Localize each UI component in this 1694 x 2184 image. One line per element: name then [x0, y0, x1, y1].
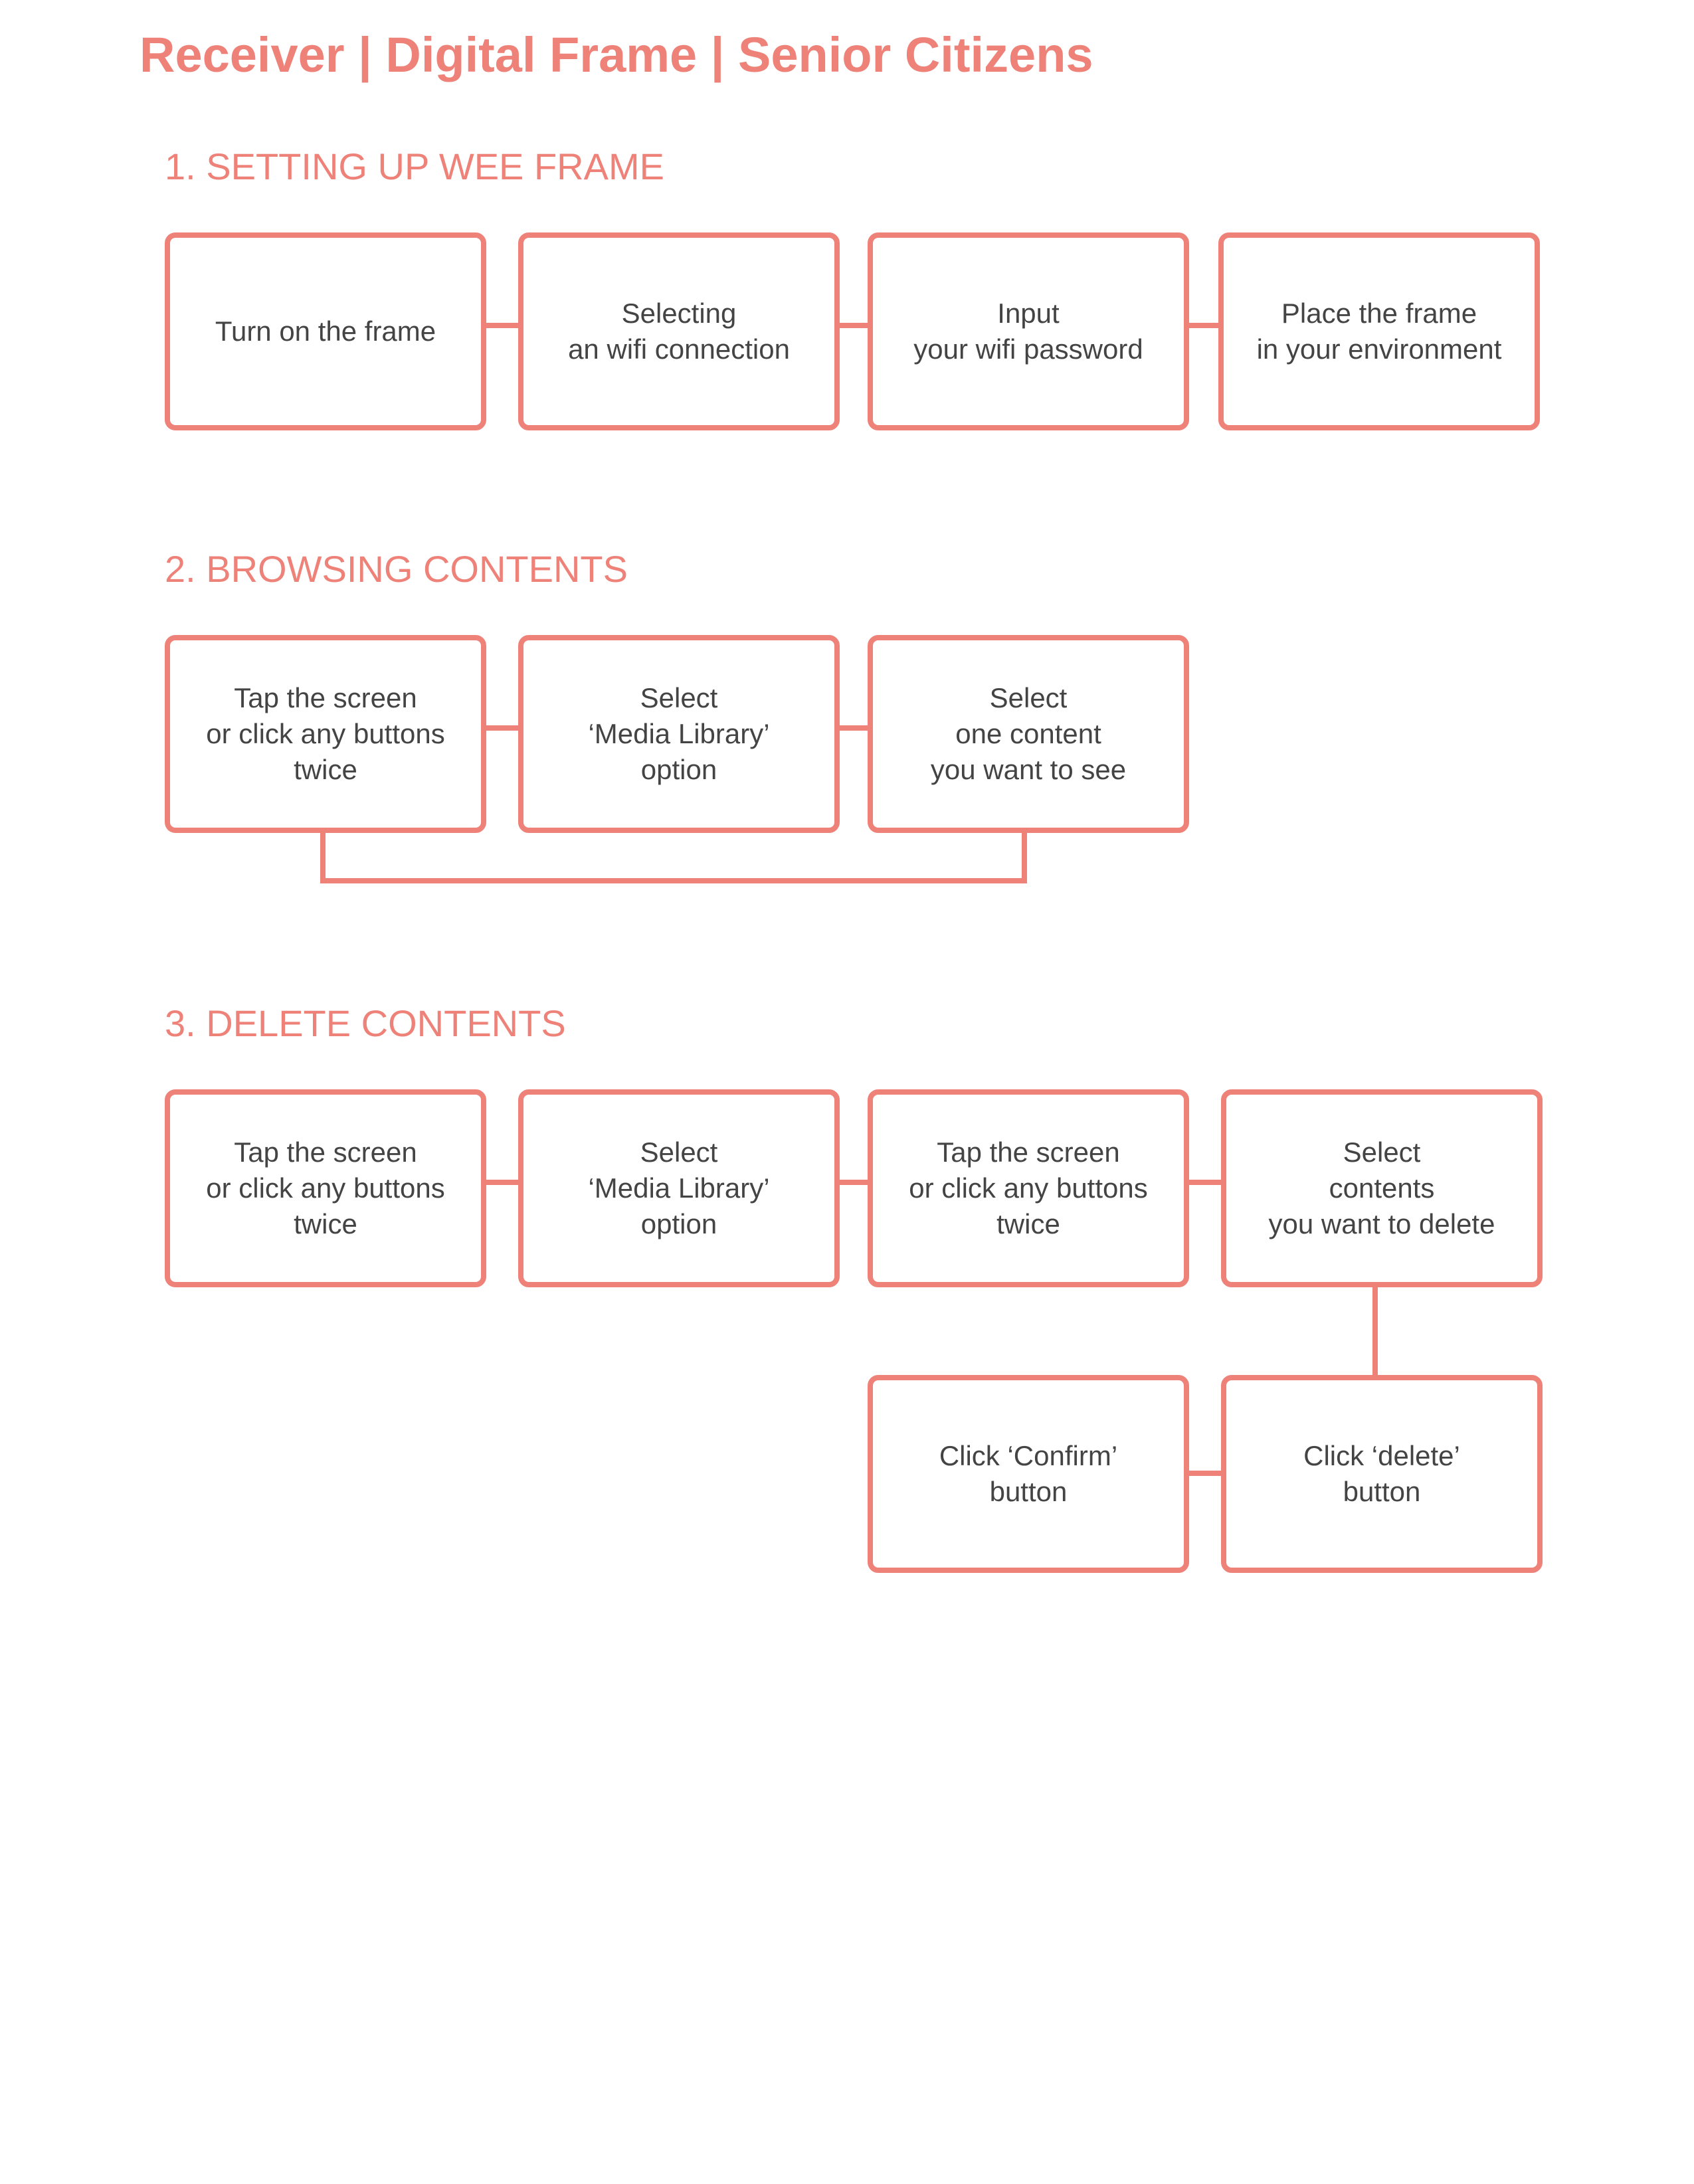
- step-browse-tap-screen: Tap the screen or click any buttons twic…: [165, 635, 486, 833]
- step-delete-tap-again: Tap the screen or click any buttons twic…: [868, 1089, 1189, 1287]
- section-title-delete: 3. DELETE CONTENTS: [165, 1002, 566, 1044]
- loop-connector-right: [1022, 830, 1027, 883]
- section-title-browsing: 2. BROWSING CONTENTS: [165, 548, 628, 590]
- step-label: Click ‘Confirm’ button: [939, 1440, 1118, 1507]
- step-place-frame: Place the frame in your environment: [1218, 232, 1540, 430]
- step-delete-tap-screen: Tap the screen or click any buttons twic…: [165, 1089, 486, 1287]
- step-label: Input your wifi password: [913, 298, 1143, 365]
- step-delete-media-library: Select ‘Media Library’ option: [518, 1089, 840, 1287]
- connector-line: [486, 725, 521, 731]
- connector-line: [838, 323, 869, 328]
- section-title-setup: 1. SETTING UP WEE FRAME: [165, 145, 664, 187]
- step-label: Selecting an wifi connection: [568, 298, 790, 365]
- step-label: Click ‘delete’ button: [1303, 1440, 1460, 1507]
- step-label: Select ‘Media Library’ option: [588, 682, 770, 785]
- step-label: Place the frame in your environment: [1256, 298, 1502, 365]
- step-label: Tap the screen or click any buttons twic…: [206, 682, 445, 785]
- connector-line: [486, 1180, 521, 1185]
- connector-line: [1188, 323, 1221, 328]
- loop-connector-bottom: [320, 878, 1027, 883]
- connector-line: [486, 323, 521, 328]
- step-turn-on-frame: Turn on the frame: [165, 232, 486, 430]
- step-label: Turn on the frame: [215, 316, 436, 347]
- step-label: Select one content you want to see: [930, 682, 1127, 785]
- step-delete-click-confirm: Click ‘Confirm’ button: [868, 1375, 1189, 1573]
- step-delete-click-delete: Click ‘delete’ button: [1221, 1375, 1543, 1573]
- step-label: Tap the screen or click any buttons twic…: [909, 1137, 1148, 1239]
- loop-connector-left: [320, 830, 326, 883]
- connector-line: [1188, 1180, 1224, 1185]
- step-input-password: Input your wifi password: [868, 232, 1189, 430]
- connector-line: [838, 725, 869, 731]
- step-delete-select-contents: Select contents you want to delete: [1221, 1089, 1543, 1287]
- connector-line-vertical: [1372, 1285, 1378, 1378]
- step-label: Select ‘Media Library’ option: [588, 1137, 770, 1239]
- step-browse-media-library: Select ‘Media Library’ option: [518, 635, 840, 833]
- page-title: Receiver | Digital Frame | Senior Citize…: [140, 27, 1093, 82]
- step-select-wifi: Selecting an wifi connection: [518, 232, 840, 430]
- step-browse-select-content: Select one content you want to see: [868, 635, 1189, 833]
- step-label: Tap the screen or click any buttons twic…: [206, 1137, 445, 1239]
- step-label: Select contents you want to delete: [1268, 1137, 1495, 1239]
- connector-line: [838, 1180, 869, 1185]
- connector-line: [1188, 1471, 1224, 1476]
